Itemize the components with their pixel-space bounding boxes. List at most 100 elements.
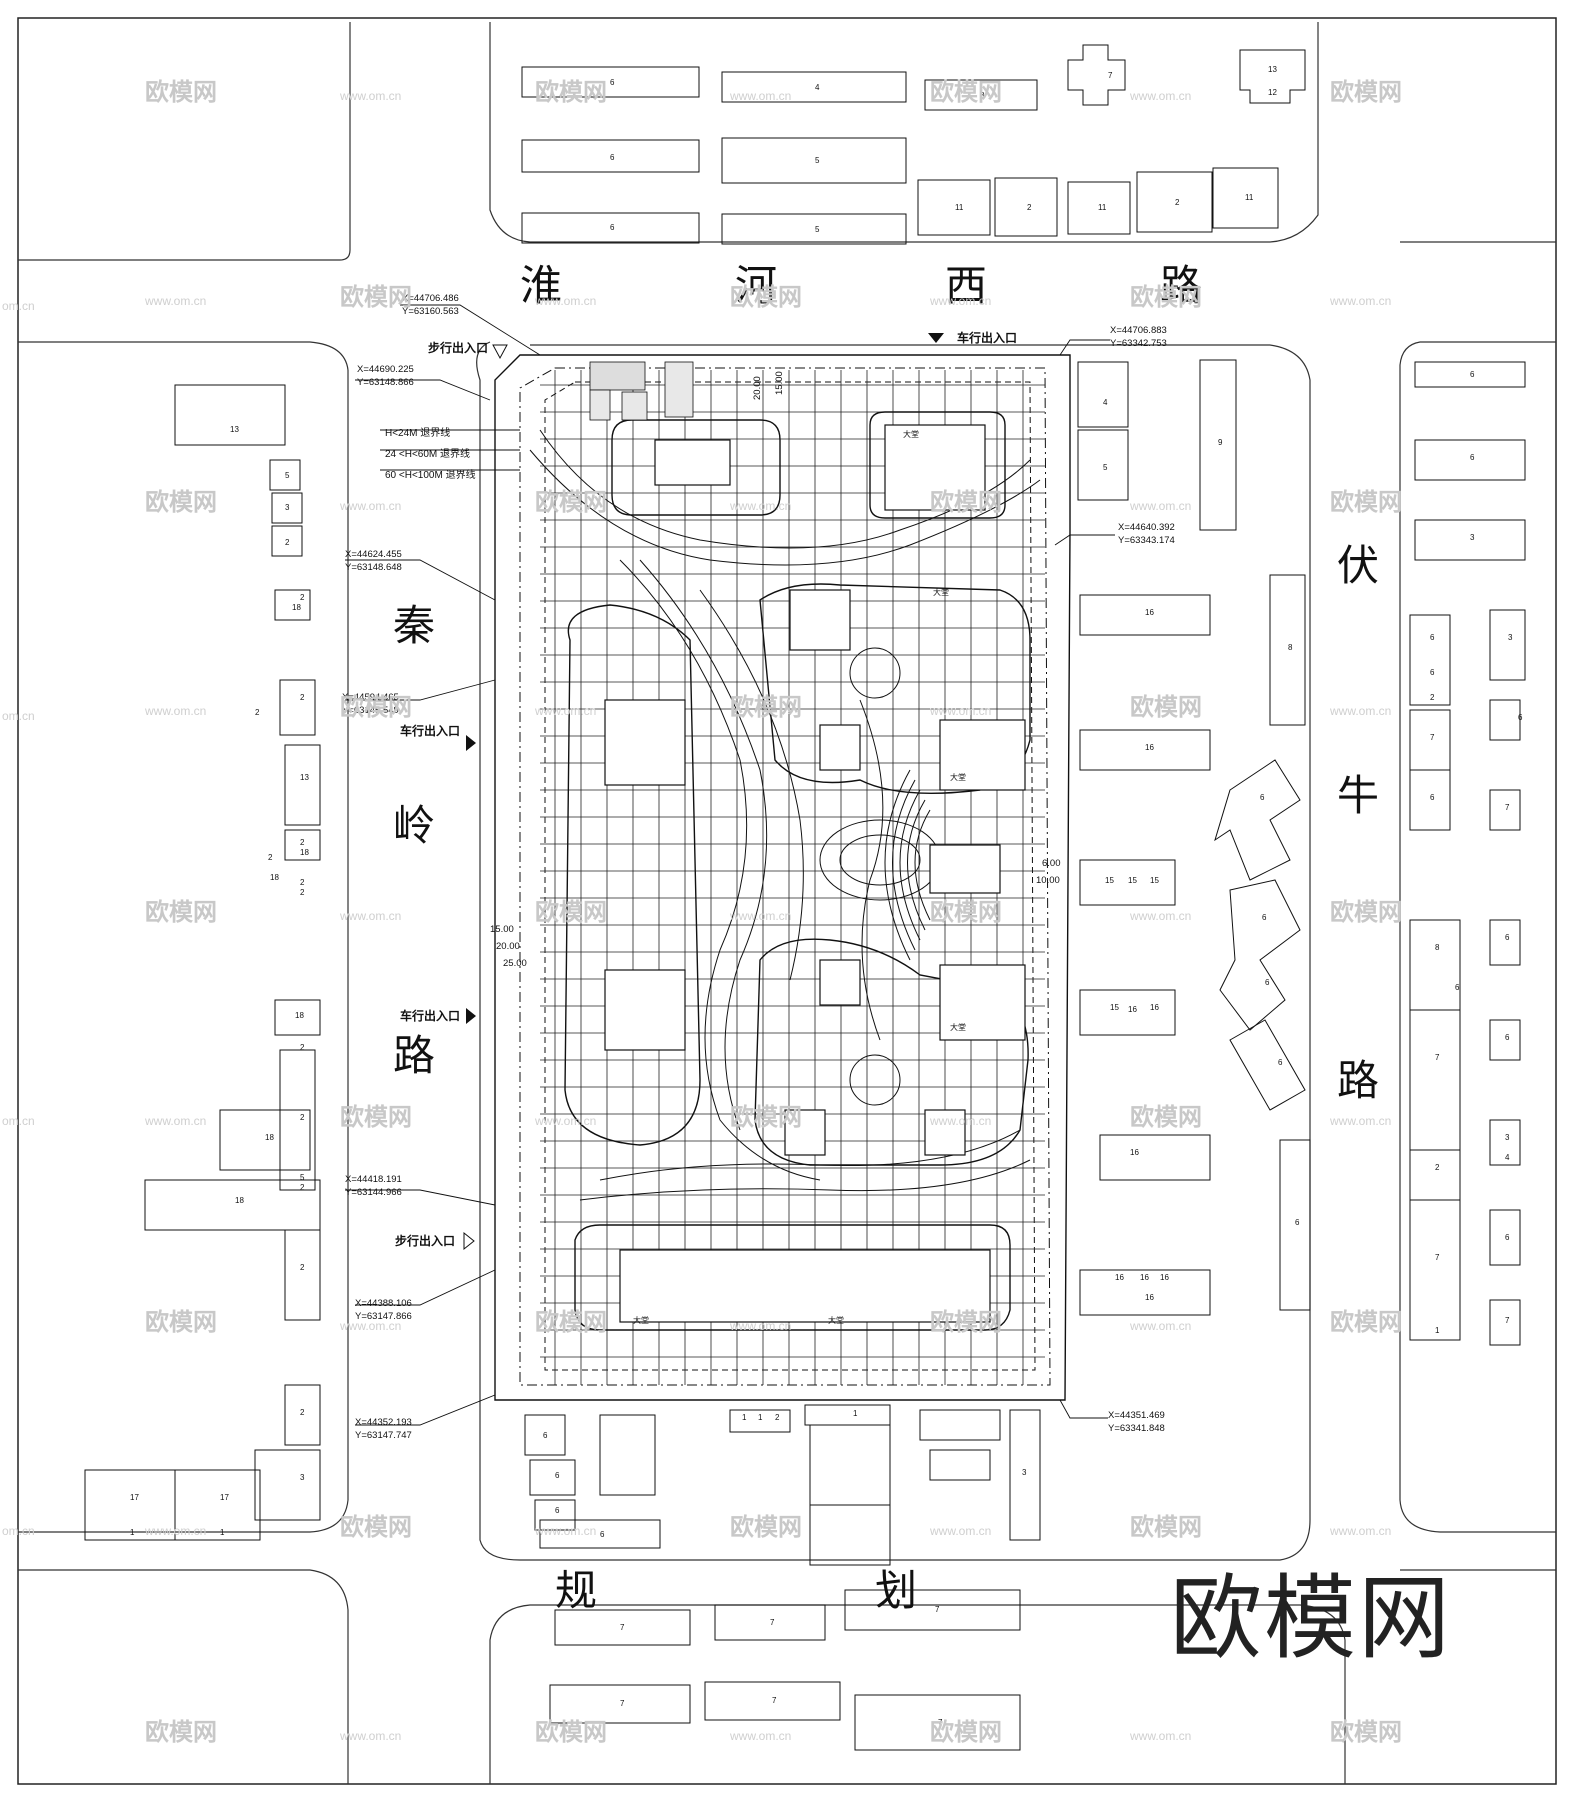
watermark-text: 欧模网 bbox=[340, 1513, 412, 1541]
building-number: 5 bbox=[300, 1173, 305, 1182]
watermark-url: www.om.cn bbox=[1129, 1729, 1191, 1743]
entrance-markers: 车行出入口 步行出入口 车行出入口 车行出入口 步行出入口 bbox=[395, 330, 1017, 1251]
legend-item: 60 <H<100M 退界线 bbox=[385, 468, 476, 481]
building-number: 1 bbox=[220, 1528, 225, 1537]
building-number: 16 bbox=[1145, 743, 1154, 752]
watermark-url: www.om.cn bbox=[339, 1319, 401, 1333]
building-number: 15 bbox=[1128, 876, 1137, 885]
building-number: 2 bbox=[300, 878, 305, 887]
coord-x: X=44351.469 bbox=[1108, 1410, 1165, 1421]
building-number: 6 bbox=[1430, 793, 1435, 802]
building-number: 2 bbox=[775, 1413, 780, 1422]
watermark-url: www.om.cn bbox=[534, 1114, 596, 1128]
coord-y: Y=63341.848 bbox=[1108, 1423, 1165, 1434]
building-number: 3 bbox=[1470, 533, 1475, 542]
surrounding-buildings bbox=[84, 44, 1526, 1751]
watermark-url: www.om.cn bbox=[339, 499, 401, 513]
watermark-text: 欧模网 bbox=[340, 283, 412, 311]
watermark-url: www.om.cn bbox=[339, 89, 401, 103]
road-north-char: 淮 bbox=[520, 261, 562, 310]
road-name-north: 淮 河 西 路 bbox=[520, 261, 1202, 310]
coord-y: Y=63148.648 bbox=[345, 562, 402, 573]
building-number: 7 bbox=[938, 1718, 943, 1727]
building-number: 16 bbox=[1145, 608, 1154, 617]
watermark-text: 欧模网 bbox=[730, 1513, 802, 1541]
building-number: 3 bbox=[1508, 633, 1513, 642]
building-number: 2 bbox=[1175, 198, 1180, 207]
building-number: 2 bbox=[300, 1408, 305, 1417]
building-number: 16 bbox=[1145, 1293, 1154, 1302]
pedestrian-entrance-sw-label: 步行出入口 bbox=[395, 1233, 455, 1248]
building-number: 9 bbox=[1218, 438, 1223, 447]
watermark-url: www.om.cn bbox=[1329, 1524, 1391, 1538]
building-number: 11 bbox=[1098, 203, 1107, 212]
legend-item: 24 <H<60M 退界线 bbox=[385, 447, 470, 460]
building-number: 2 bbox=[1027, 203, 1032, 212]
watermark-url: www.om.cn bbox=[929, 1114, 991, 1128]
vehicle-entrance-north-label: 车行出入口 bbox=[957, 330, 1017, 345]
dimension: 10.00 bbox=[1036, 875, 1060, 886]
watermark-url: www.om.cn bbox=[339, 909, 401, 923]
building-number: 6 bbox=[543, 1431, 548, 1440]
building-number: 13 bbox=[230, 425, 239, 434]
building-number: 5 bbox=[815, 225, 820, 234]
coord-y: Y=63160.563 bbox=[402, 306, 459, 317]
building-number: 6 bbox=[1430, 633, 1435, 642]
building-number: 6 bbox=[1470, 370, 1475, 379]
building-number: 3 bbox=[285, 503, 290, 512]
building-number: 3 bbox=[1505, 1133, 1510, 1142]
vehicle-entrance-west-2-label: 车行出入口 bbox=[400, 1008, 460, 1023]
watermark-url: www.om.cn bbox=[729, 89, 791, 103]
watermark-url: www.om.cn bbox=[729, 909, 791, 923]
building-number: 7 bbox=[1108, 71, 1113, 80]
watermark-text: 欧模网 bbox=[340, 1103, 412, 1131]
building-number: 6 bbox=[1505, 1033, 1510, 1042]
watermark-url: om.cn bbox=[2, 299, 35, 313]
site-boundary bbox=[494, 354, 1071, 1401]
road-north-char: 西 bbox=[945, 261, 987, 310]
dimension: 20.00 bbox=[496, 941, 520, 952]
building-number: 13 bbox=[300, 773, 309, 782]
watermark-text: 欧模网 bbox=[930, 898, 1002, 926]
building-number: 4 bbox=[1505, 1153, 1510, 1162]
building-number: 16 bbox=[1115, 1273, 1124, 1282]
watermark-text: 欧模网 bbox=[1330, 78, 1402, 106]
watermark-text: 欧模网 bbox=[1130, 1103, 1202, 1131]
pedestrian-entrance-nw-icon bbox=[492, 344, 508, 360]
tower-footprints bbox=[604, 424, 1026, 1323]
building-number: 2 bbox=[1435, 1163, 1440, 1172]
coord-y: Y=63144.966 bbox=[345, 1187, 402, 1198]
building-number: 4 bbox=[1103, 398, 1108, 407]
lobby-label: 大堂 bbox=[903, 429, 919, 439]
watermark-text: 欧模网 bbox=[1130, 1513, 1202, 1541]
building-number: 2 bbox=[300, 1183, 305, 1192]
road-east-char: 牛 bbox=[1337, 771, 1379, 820]
building-number: 5 bbox=[1103, 463, 1108, 472]
dimension: 20.00 bbox=[752, 376, 763, 400]
building-number: 7 bbox=[770, 1618, 775, 1627]
building-number: 2 bbox=[300, 888, 305, 897]
watermark-url: om.cn bbox=[2, 1524, 35, 1538]
lobby-label: 大堂 bbox=[950, 1022, 966, 1032]
watermark-text: 欧模网 bbox=[1130, 693, 1202, 721]
watermark-url: www.om.cn bbox=[1129, 1319, 1191, 1333]
building-number: 6 bbox=[1518, 713, 1523, 722]
building-number: 15 bbox=[1105, 876, 1114, 885]
building-number: 7 bbox=[1505, 1316, 1510, 1325]
building-number: 2 bbox=[300, 1043, 305, 1052]
building-number: 6 bbox=[1505, 1233, 1510, 1242]
road-south-char: 划 bbox=[875, 1566, 917, 1615]
watermark-url: www.om.cn bbox=[729, 499, 791, 513]
watermark-url: www.om.cn bbox=[339, 1729, 401, 1743]
road-west-char: 秦 bbox=[393, 601, 435, 650]
watermark-text: 欧模网 bbox=[1130, 283, 1202, 311]
lobby-labels: 大堂 大堂 大堂 大堂 大堂 大堂 bbox=[633, 429, 966, 1325]
dimension: 6.00 bbox=[1042, 858, 1061, 869]
building-number: 18 bbox=[300, 848, 309, 857]
coord-x: X=44388.106 bbox=[355, 1298, 412, 1309]
building-number: 7 bbox=[772, 1696, 777, 1705]
coord-x: X=44690.225 bbox=[357, 364, 414, 375]
building-number: 3 bbox=[1022, 1468, 1027, 1477]
watermark-url: www.om.cn bbox=[1129, 909, 1191, 923]
building-number: 8 bbox=[980, 91, 985, 100]
